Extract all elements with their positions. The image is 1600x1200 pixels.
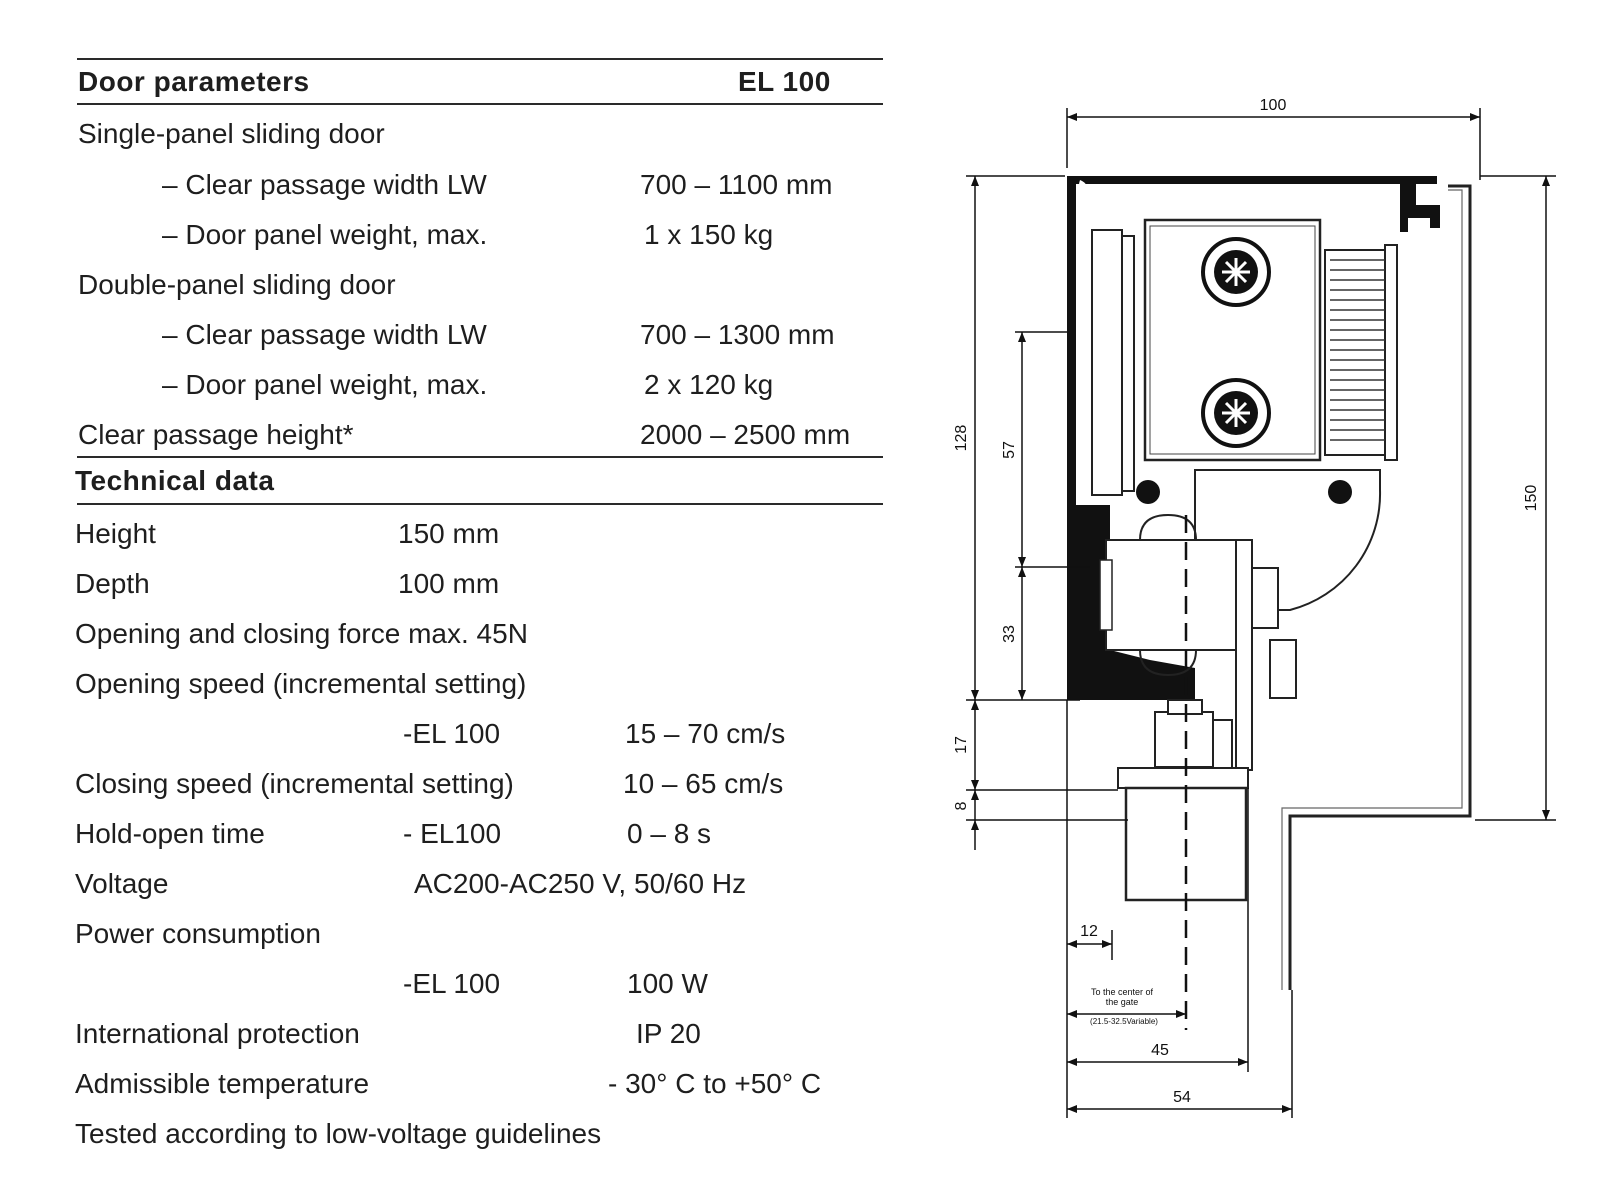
hold-open-value: 0 – 8 s (627, 818, 712, 849)
power-value: 100 W (627, 968, 708, 999)
dim-12: 12 (1080, 923, 1098, 940)
dim-33: 33 (1001, 625, 1018, 643)
passage-height-value: 2000 – 2500 mm (640, 419, 851, 450)
dim-54: 54 (1173, 1089, 1191, 1106)
voltage-label: Voltage (75, 868, 169, 899)
single-width-value: 700 – 1100 mm (640, 169, 833, 200)
technical-data-top-rule (77, 456, 883, 458)
closing-speed-label: Closing speed (incremental setting) (75, 768, 514, 799)
gear-pulley (1324, 244, 1398, 461)
dim-100: 100 (1260, 97, 1287, 114)
center-note-2: the gate (1106, 997, 1139, 1007)
closing-speed-value: 10 – 65 cm/s (623, 768, 784, 799)
height-value: 150 mm (398, 518, 500, 549)
voltage-value: AC200-AC250 V, 50/60 Hz (414, 868, 747, 899)
cover-outline (1288, 184, 1472, 990)
track-wheel (1099, 469, 1382, 771)
double-width-value: 700 – 1300 mm (640, 319, 835, 350)
dimension-lines (966, 108, 1556, 1118)
dim-45: 45 (1151, 1042, 1169, 1059)
opening-speed-label: Opening speed (incremental setting) (75, 668, 527, 699)
double-width-label: – Clear passage width LW (162, 319, 487, 350)
single-width-label: – Clear passage width LW (162, 169, 487, 200)
temperature-value: - 30° C to +50° C (608, 1068, 822, 1099)
technical-data-rule (77, 503, 883, 505)
double-weight-value: 2 x 120 kg (644, 369, 774, 400)
mounting-plate (1091, 229, 1123, 496)
dim-17: 17 (953, 736, 970, 754)
single-weight-label: – Door panel weight, max. (162, 219, 488, 250)
door-parameters-heading: Door parameters (78, 66, 310, 97)
opening-speed-model: -EL 100 (403, 718, 501, 749)
force-text: Opening and closing force max. 45N (75, 618, 528, 649)
protection-value: IP 20 (636, 1018, 701, 1049)
opening-speed-value: 15 – 70 cm/s (625, 718, 786, 749)
power-label: Power consumption (75, 918, 321, 949)
protection-label: International protection (75, 1018, 360, 1049)
double-weight-label: – Door panel weight, max. (162, 369, 488, 400)
motor-body (1143, 218, 1322, 462)
center-note-3: (21.5-32.5Variable) (1090, 1017, 1158, 1026)
single-panel-title: Single-panel sliding door (78, 118, 385, 149)
height-label: Height (75, 518, 156, 549)
model-heading: EL 100 (738, 66, 831, 97)
passage-height-label: Clear passage height* (78, 419, 354, 450)
hold-open-label: Hold-open time (75, 818, 265, 849)
double-panel-title: Double-panel sliding door (78, 269, 396, 300)
dim-128: 128 (953, 425, 970, 452)
dim-8: 8 (953, 801, 970, 810)
tested-text: Tested according to low-voltage guidelin… (75, 1118, 602, 1149)
door-parameters-rule (77, 103, 883, 105)
depth-label: Depth (75, 568, 150, 599)
dim-57: 57 (1001, 441, 1018, 459)
hold-open-model: - EL100 (403, 818, 502, 849)
cross-section-drawing: 100 128 57 33 17 8 150 12 To the center … (953, 97, 1556, 1118)
power-model: -EL 100 (403, 968, 501, 999)
technical-data-heading: Technical data (75, 465, 275, 496)
top-rule (77, 58, 883, 60)
dim-150: 150 (1523, 485, 1540, 512)
center-note-1: To the center of (1091, 987, 1154, 997)
temperature-label: Admissible temperature (75, 1068, 370, 1099)
depth-value: 100 mm (398, 568, 500, 599)
single-weight-value: 1 x 150 kg (644, 219, 774, 250)
